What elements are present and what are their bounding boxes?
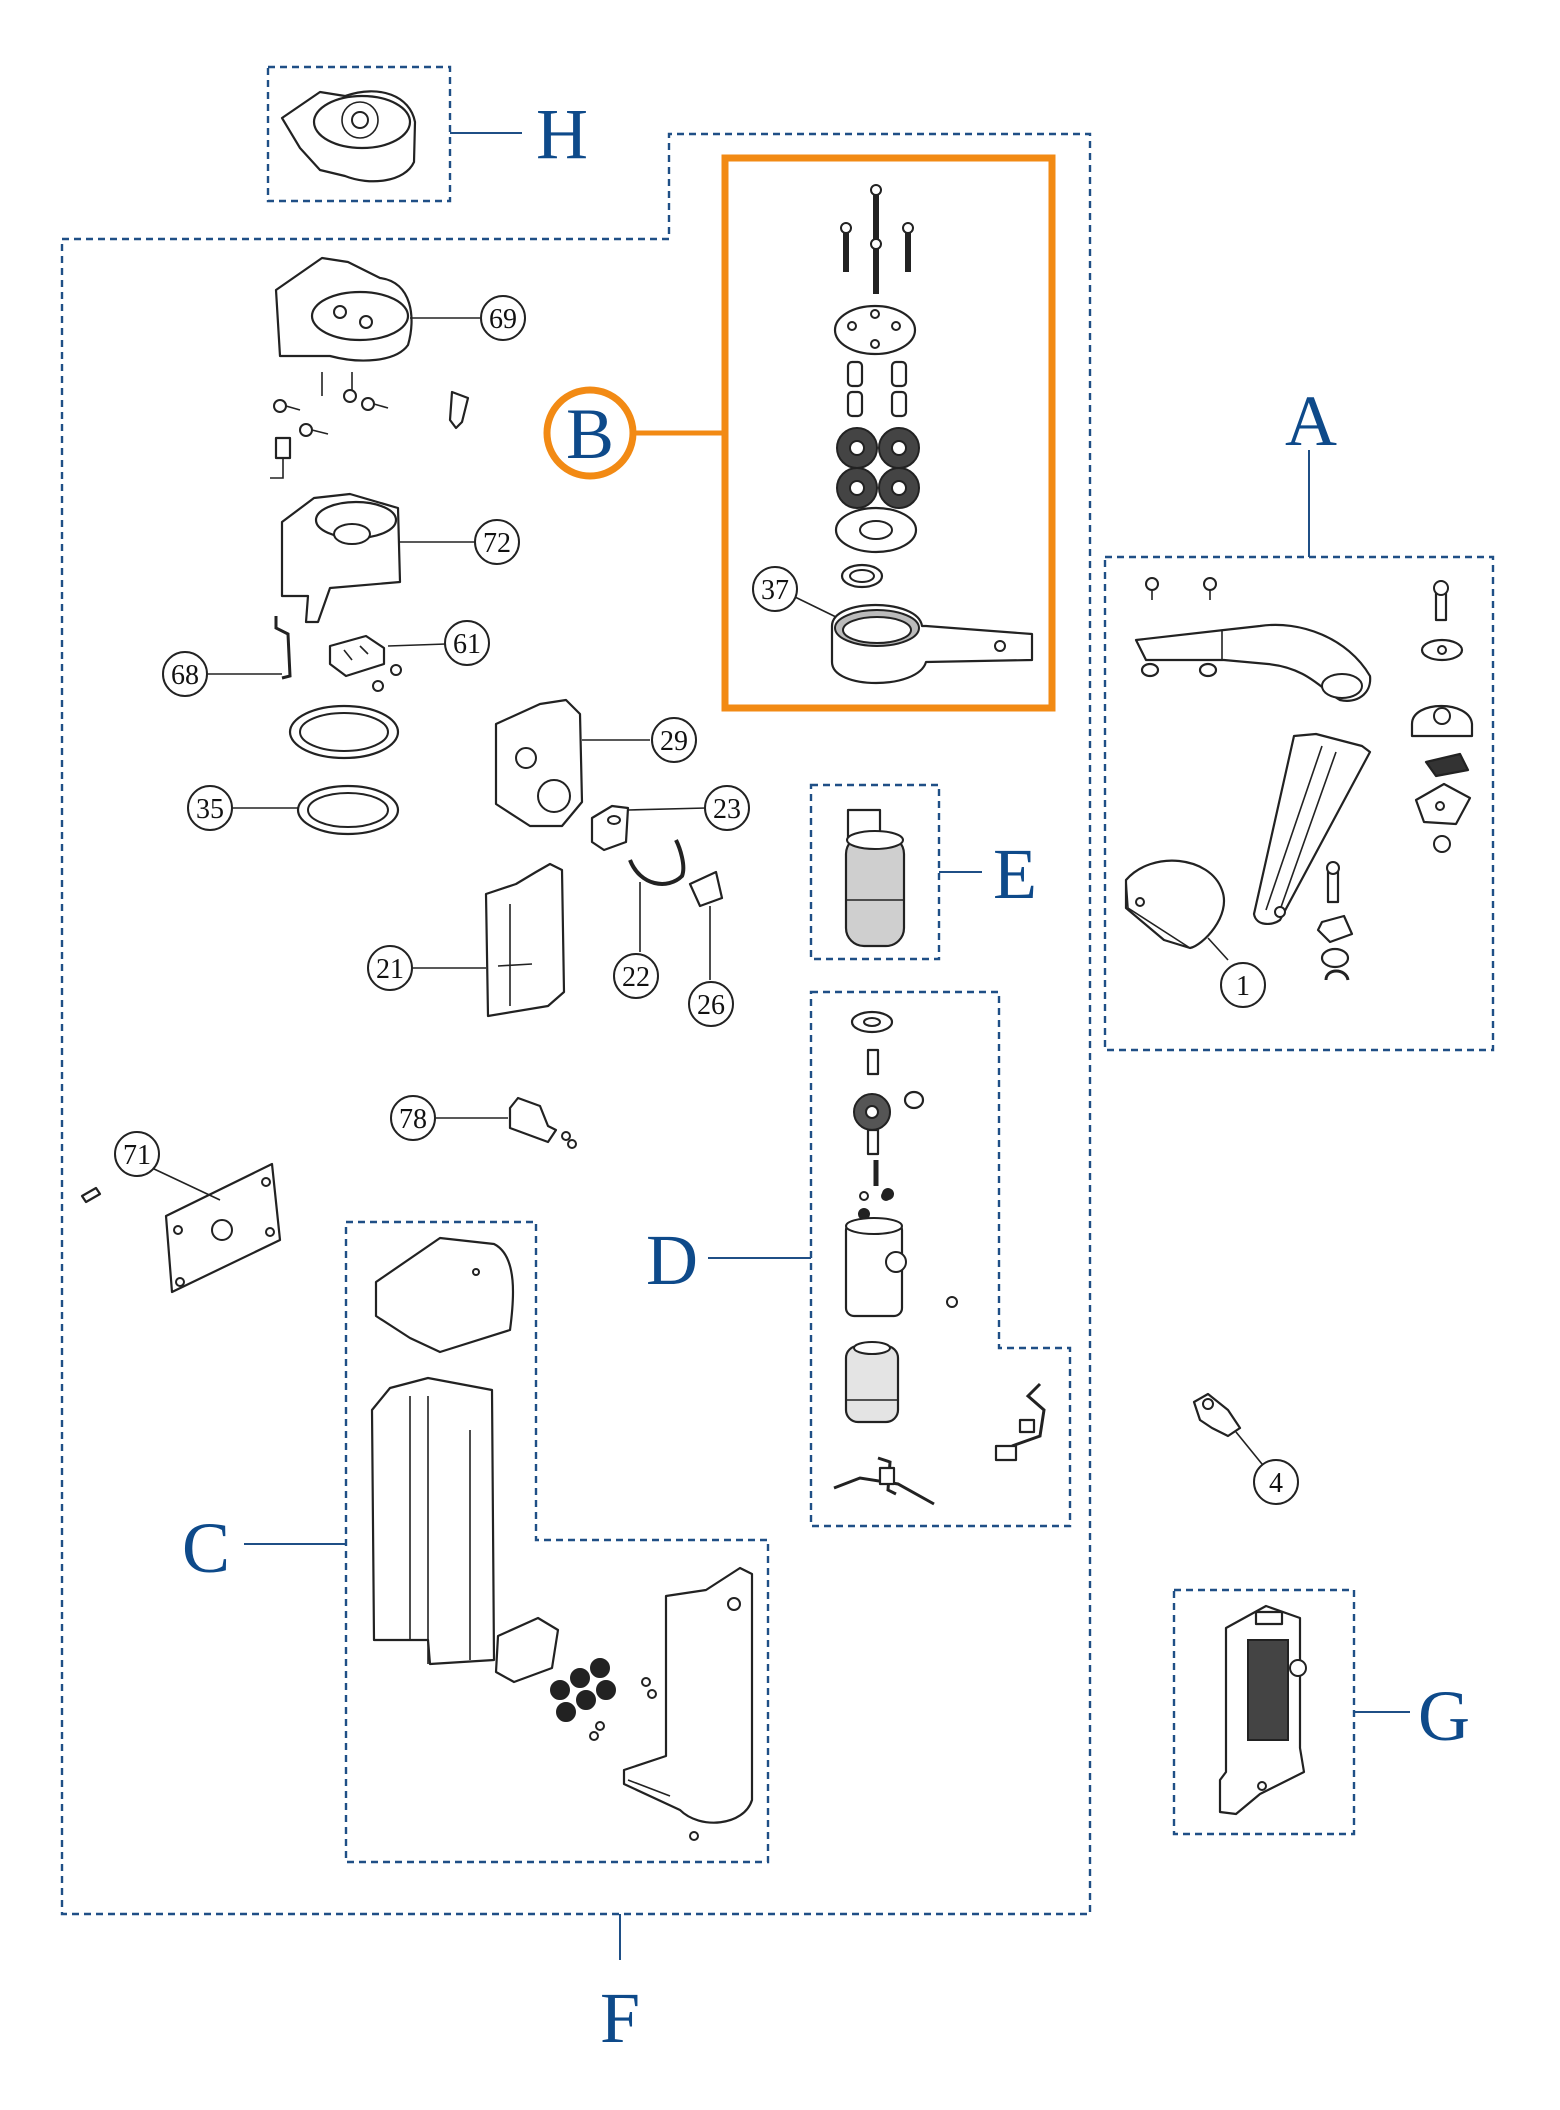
group-e-outline xyxy=(809,783,941,961)
group-e[interactable]: E xyxy=(809,783,1037,961)
svg-text:21: 21 xyxy=(376,954,404,985)
lower-column xyxy=(622,1566,754,1824)
motor-cover-1: 1 xyxy=(1124,859,1266,1008)
group-g-label: G xyxy=(1418,1676,1470,1756)
swing-arm-a xyxy=(1134,623,1372,702)
carrier-plate xyxy=(833,304,917,356)
planet-gears xyxy=(836,427,920,509)
svg-text:68: 68 xyxy=(171,660,199,691)
lower-carrier xyxy=(834,506,918,589)
group-f-label: F xyxy=(600,1978,640,2058)
top-cap xyxy=(374,1236,515,1354)
group-d-outline xyxy=(809,990,1072,1528)
svg-text:71: 71 xyxy=(123,1140,151,1171)
wire-harness-68: 68 xyxy=(162,616,292,697)
svg-text:1: 1 xyxy=(1236,971,1250,1002)
wire-bracket-upper xyxy=(270,436,292,479)
svg-text:69: 69 xyxy=(489,304,517,335)
o-ring-upper xyxy=(288,704,400,760)
group-a-label: A xyxy=(1285,381,1337,461)
control-board-module xyxy=(1218,1604,1307,1816)
housing-72: 72 xyxy=(280,492,520,624)
group-g[interactable]: G xyxy=(1172,1588,1470,1836)
callout-37: 37 xyxy=(752,566,837,618)
group-h[interactable]: H xyxy=(266,65,588,203)
bracket-26: 26 xyxy=(688,870,734,1027)
wire-harness-d xyxy=(833,1382,1046,1506)
gearbox-housing-29: 29 xyxy=(494,698,697,828)
ring-gear-arm xyxy=(830,603,1034,685)
housing-half-21: 21 xyxy=(367,862,566,1018)
group-a-outline xyxy=(1103,555,1495,1052)
svg-text:61: 61 xyxy=(453,629,481,660)
svg-text:78: 78 xyxy=(399,1104,427,1135)
upper-housing-69: 69 xyxy=(274,256,526,396)
encoder-parts xyxy=(850,1010,925,1220)
planet-pins xyxy=(846,360,908,418)
key-4: 4 xyxy=(1192,1392,1299,1505)
screw-set xyxy=(840,184,914,294)
dc-motor xyxy=(844,1341,900,1424)
arm-fasteners-right xyxy=(1410,580,1474,853)
svg-text:4: 4 xyxy=(1269,1468,1283,1499)
svg-text:22: 22 xyxy=(622,962,650,993)
connector-61: 61 xyxy=(328,620,490,692)
group-a[interactable]: A xyxy=(1103,381,1495,1052)
motor-housing-part xyxy=(280,90,417,183)
group-c[interactable]: C xyxy=(182,1220,770,1864)
o-ring-35: 35 xyxy=(187,784,400,836)
mounting-plate-71: 71 xyxy=(80,1131,282,1294)
group-h-label: H xyxy=(536,94,588,174)
motor-sleeve xyxy=(844,1217,958,1318)
group-f-outline xyxy=(60,132,1092,1916)
svg-text:37: 37 xyxy=(761,575,789,606)
column-profile xyxy=(370,1376,496,1666)
group-e-label: E xyxy=(993,834,1037,914)
svg-text:72: 72 xyxy=(483,528,511,559)
group-h-outline xyxy=(266,65,452,203)
group-b[interactable]: B xyxy=(543,154,1056,712)
drive-motor xyxy=(844,808,906,948)
bracket-78: 78 xyxy=(390,1095,577,1149)
group-f[interactable]: F xyxy=(60,132,1092,2058)
group-d[interactable]: D xyxy=(646,990,1072,1528)
group-b-label: B xyxy=(566,394,614,474)
svg-text:35: 35 xyxy=(196,794,224,825)
group-b-highlight-ring xyxy=(543,386,637,480)
group-c-label: C xyxy=(182,1508,230,1588)
svg-text:26: 26 xyxy=(697,990,725,1021)
cap-23: 23 xyxy=(590,785,750,852)
group-d-label: D xyxy=(646,1220,698,1300)
screw-set-69 xyxy=(273,389,470,437)
svg-text:23: 23 xyxy=(713,794,741,825)
arm-bolt-stack xyxy=(1316,861,1354,981)
keypad-frame xyxy=(494,1616,560,1684)
keypad-buttons xyxy=(550,1658,616,1722)
fastener-set-a xyxy=(1140,577,1218,678)
spring-clip-22: 22 xyxy=(613,839,686,999)
svg-text:29: 29 xyxy=(660,726,688,757)
slotted-arm xyxy=(1252,732,1372,926)
